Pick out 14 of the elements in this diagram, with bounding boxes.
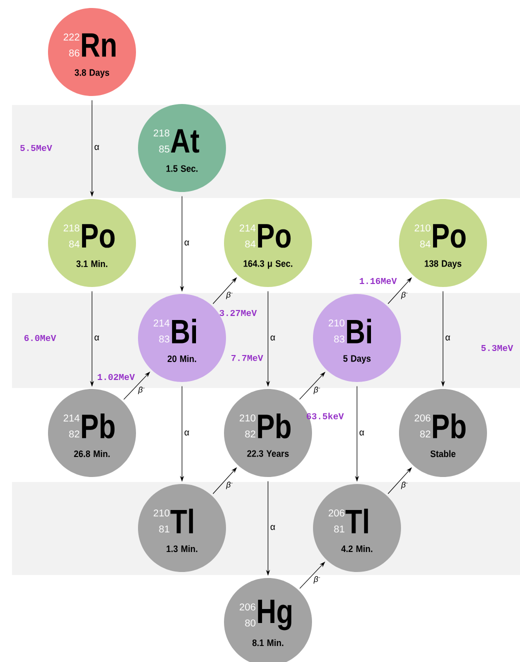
edge-label: α <box>446 336 450 340</box>
energy-label: 1.02MeV <box>98 374 135 380</box>
edge-label: α <box>360 430 364 436</box>
edge-label: α <box>184 240 190 246</box>
energy-label: 1.16MeV <box>360 278 397 284</box>
edge-label: α <box>270 336 276 340</box>
edge-label: α <box>94 336 100 340</box>
energy-label: 7.7MeV <box>231 355 264 361</box>
energy-label: 6.0MeV <box>24 334 56 342</box>
edge-label: α <box>184 430 190 436</box>
edge-label: α <box>270 525 276 530</box>
energy-label: 5.5MeV <box>20 145 52 151</box>
edge-label: α <box>94 145 100 150</box>
energy-label: 5.3MeV <box>481 344 514 352</box>
